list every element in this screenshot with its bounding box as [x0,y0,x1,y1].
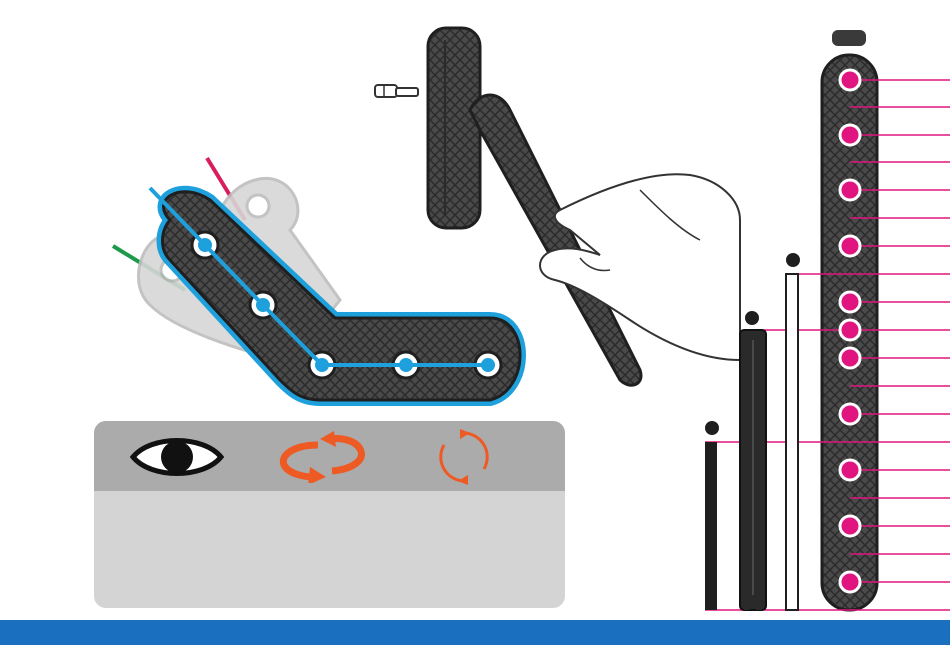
instruction-body [94,491,565,608]
vertical-beam [428,28,480,228]
ruler-bar-tall [786,253,800,610]
circular-arrows-icon [434,427,494,487]
instruction-header [94,421,565,491]
connector-strip [740,311,766,610]
eye-icon [129,433,225,481]
top-cap [832,30,866,46]
measurement-diagram [705,30,950,610]
footer-bar [0,620,950,645]
rotate-arrows-icon [274,431,370,483]
hand-icon [540,174,740,360]
ruler-bar-short [705,421,719,610]
pin-peg-icon [375,85,418,97]
instruction-panel [94,421,565,608]
